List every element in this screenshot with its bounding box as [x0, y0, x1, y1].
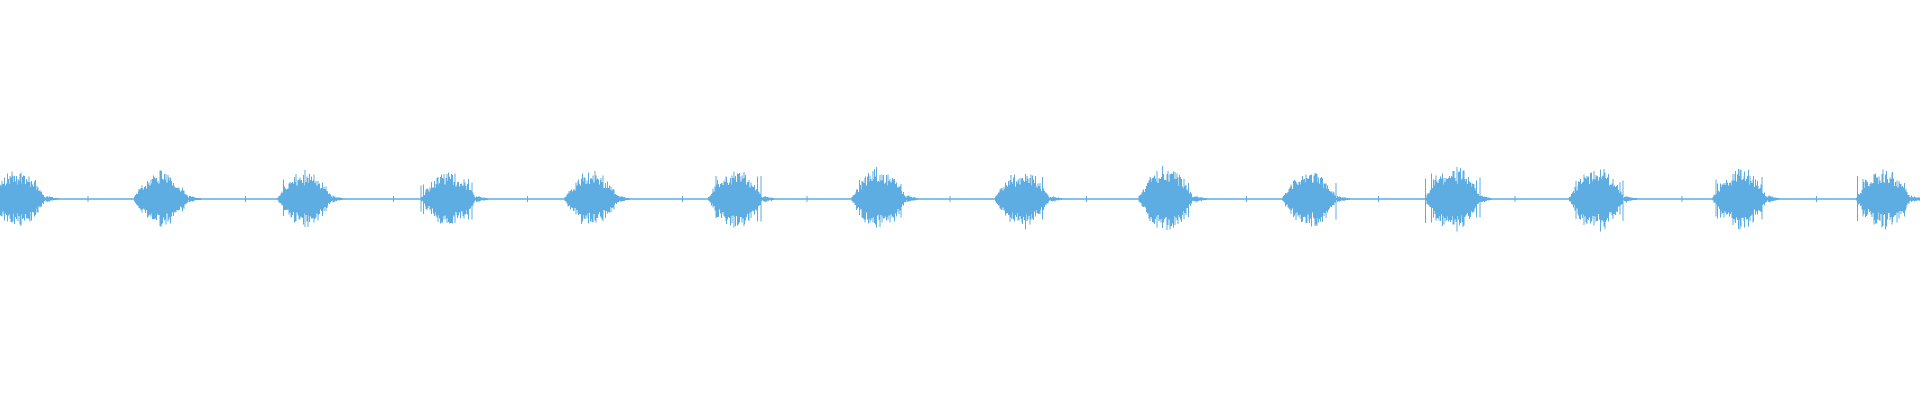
waveform-burst	[1282, 173, 1379, 227]
waveform-burst	[134, 170, 247, 227]
waveform-burst	[1712, 169, 1817, 230]
waveform-burst	[420, 172, 529, 224]
waveform-burst	[1856, 169, 1920, 230]
waveform-burst	[564, 171, 683, 225]
waveform-burst	[851, 166, 951, 228]
waveform-burst	[995, 174, 1088, 230]
waveform-bursts	[0, 166, 1920, 232]
waveform-burst	[0, 171, 89, 227]
waveform-burst	[1137, 166, 1247, 231]
waveform-burst	[277, 170, 394, 228]
waveform-burst	[1424, 167, 1516, 232]
waveform-burst	[708, 171, 808, 228]
waveform-burst	[1569, 168, 1683, 232]
